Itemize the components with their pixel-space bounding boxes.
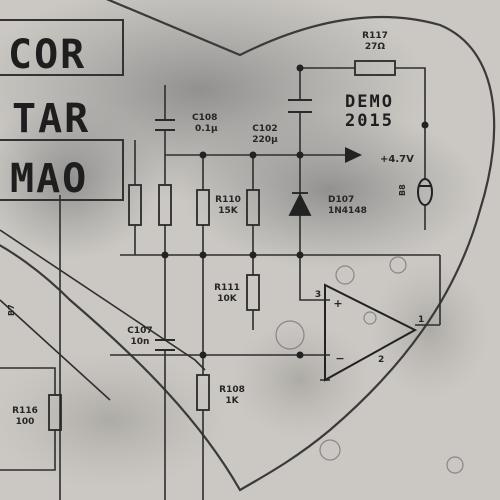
label-pin2: 2 [378,355,384,365]
title-word-3: MAO [10,156,88,202]
label-r108-ref: R108 [219,385,245,395]
junction-dots [161,64,429,359]
title-box-1 [0,19,124,76]
capacitor-c108 [155,119,175,131]
resistor-r110 [196,189,210,226]
opamp-symbol [324,283,418,382]
label-b7: B7 [7,304,16,316]
label-r110-ref: R110 [215,195,241,205]
resistor-r111 [246,274,260,311]
title-box-3 [0,139,124,201]
demo-label-1: DEMO [345,92,394,112]
diode-d107 [288,192,312,216]
label-c102-ref: C102 [252,124,277,134]
label-r117-value: 27Ω [365,42,386,52]
resistor-symbols [48,60,396,431]
label-d107-value: 1N4148 [328,206,367,216]
resistor-r111-top [246,189,260,226]
title-blocks: COR TAR MAO [0,19,124,202]
resistor-r117 [354,60,396,76]
resistor-left-a [128,184,142,226]
title-word-1: COR [8,32,86,78]
label-c102-value: 220µ [252,135,278,145]
title-word-2: TAR [12,96,90,142]
resistor-r108 [196,374,210,411]
label-c108-value: 0.1µ [195,124,218,134]
resistor-r116 [48,394,62,431]
label-r116-value: 100 [16,417,35,427]
label-pin3: 3 [315,290,321,300]
label-r111-value: 10K [217,294,238,304]
resistor-left-b [158,184,172,226]
watercolor-stains [0,0,490,490]
label-r117-ref: R117 [362,31,388,41]
demo-label-2: 2015 [345,111,394,131]
capacitor-c107 [155,339,175,351]
label-plus: + [333,297,342,310]
label-c108-ref: C108 [192,113,217,123]
label-b8: B8 [398,184,407,196]
label-r116-ref: R116 [12,406,38,416]
label-c107-value: 10n [131,337,150,347]
capacitor-symbols [155,99,312,351]
label-r111-ref: R111 [214,283,240,293]
label-supply: +4.7V [380,154,414,165]
supply-arrow [345,147,362,163]
label-r110-value: 15K [218,206,239,216]
capacitor-c102 [288,99,312,113]
label-pin1: 1 [418,315,424,325]
water-bubbles [275,256,464,474]
jack-b8 [417,178,433,206]
label-c107-ref: C107 [127,326,152,336]
label-minus: − [335,352,344,365]
label-d107-ref: D107 [328,195,354,205]
component-labels: R117 27Ω DEMO 2015 C108 0.1µ C102 220µ +… [7,31,424,427]
heart-outline [0,0,496,492]
label-r108-value: 1K [225,396,239,406]
